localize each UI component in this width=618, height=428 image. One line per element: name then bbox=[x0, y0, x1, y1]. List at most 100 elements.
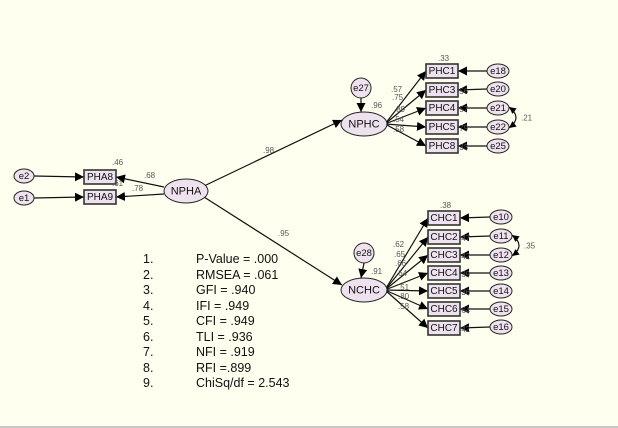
error-path-e16 bbox=[459, 323, 491, 333]
fit-index-value: TLI = .936 bbox=[196, 329, 253, 344]
factor-loading: .65 bbox=[394, 250, 406, 259]
error-term-e11 bbox=[489, 228, 513, 244]
fit-index-row: 7.NFI = .919 bbox=[143, 345, 289, 361]
observed-variable-chc5 bbox=[427, 283, 461, 299]
error-term-e14 bbox=[489, 283, 513, 299]
fit-index-number: 9. bbox=[143, 376, 154, 390]
factor-loading: .75 bbox=[392, 93, 404, 102]
factor-loading: .54 bbox=[393, 115, 405, 124]
observed-variable-label: CHC6 bbox=[430, 304, 458, 315]
fit-index-number: 2. bbox=[143, 267, 154, 282]
observed-variable-label: PHC5 bbox=[429, 122, 456, 133]
observed-variable-label: PHA8 bbox=[87, 172, 114, 183]
error-term-label: e16 bbox=[493, 322, 509, 333]
error-term-e10 bbox=[489, 209, 513, 225]
loading-path-chc6 bbox=[384, 289, 429, 310]
observed-variable-pha9 bbox=[83, 189, 117, 205]
error-term-label: e11 bbox=[493, 231, 508, 242]
error-term-label: e25 bbox=[490, 141, 506, 152]
latent-variable-label: NPHC bbox=[348, 119, 379, 131]
error-term-e16 bbox=[489, 319, 513, 335]
observed-variable-label: CHC5 bbox=[430, 286, 458, 297]
fit-index-number: 6. bbox=[143, 329, 154, 344]
squared-multiple-correlation: .42 bbox=[459, 252, 471, 261]
covariance-value: .21 bbox=[521, 114, 533, 123]
factor-loading: .78 bbox=[132, 184, 144, 193]
latent-variable-nchc bbox=[340, 277, 388, 303]
observed-variable-phc1 bbox=[425, 63, 459, 79]
factor-loading: .57 bbox=[391, 85, 403, 94]
observed-variable-phc8 bbox=[425, 138, 459, 154]
observed-variable-chc2 bbox=[427, 229, 461, 245]
covariance-e11-e12 bbox=[511, 234, 520, 257]
error-term-label: e22 bbox=[490, 122, 506, 133]
structural-path-npha-nchc bbox=[203, 196, 343, 286]
latent-variable-label: NPHA bbox=[171, 186, 202, 198]
loading-path-pha9 bbox=[115, 191, 165, 201]
covariance-value: .35 bbox=[524, 242, 536, 251]
observed-variable-label: CHC3 bbox=[430, 250, 458, 261]
disturbance-label: e28 bbox=[356, 248, 372, 259]
error-term-e12 bbox=[489, 247, 513, 263]
observed-variable-label: CHC1 bbox=[430, 213, 458, 224]
error-term-label: e15 bbox=[493, 304, 509, 315]
squared-multiple-correlation: .46 bbox=[112, 158, 124, 167]
factor-loading: .62 bbox=[393, 240, 405, 249]
observed-variable-label: PHC4 bbox=[429, 103, 456, 114]
squared-multiple-correlation: .42 bbox=[459, 325, 471, 334]
loading-path-phc3 bbox=[384, 89, 427, 125]
loading-path-pha8 bbox=[115, 174, 165, 188]
loading-path-phc1 bbox=[384, 70, 427, 125]
error-term-e20 bbox=[486, 81, 510, 97]
loading-path-chc1 bbox=[384, 217, 429, 291]
disturbance-path-e28 bbox=[358, 262, 368, 279]
fit-index-value: CFI = .949 bbox=[196, 314, 255, 328]
factor-loading: .58 bbox=[398, 302, 410, 311]
observed-variable-chc3 bbox=[427, 247, 461, 263]
disturbance-term-e27 bbox=[350, 77, 372, 99]
observed-variable-chc1 bbox=[427, 210, 461, 226]
fit-index-row: 5. CFI = .949 bbox=[143, 314, 289, 330]
fit-index-row: 4.IFI = .949 bbox=[143, 299, 289, 315]
observed-variable-phc4 bbox=[425, 100, 459, 116]
squared-multiple-correlation: .33 bbox=[457, 143, 469, 152]
observed-variable-label: PHA9 bbox=[87, 192, 114, 203]
loading-path-chc5 bbox=[384, 286, 429, 296]
factor-loading: .58 bbox=[393, 125, 405, 134]
error-term-label: e20 bbox=[490, 84, 506, 95]
fit-index-value: P-Value = .000 bbox=[196, 252, 279, 266]
fit-index-value: RMSEA = .061 bbox=[196, 267, 279, 282]
fit-index-number: 5. bbox=[143, 314, 154, 328]
fit-index-row: 1. P-Value = .000 bbox=[143, 252, 289, 268]
fit-index-number: 1. bbox=[143, 252, 154, 266]
error-term-label: e14 bbox=[493, 286, 509, 297]
fit-index-number: 7. bbox=[143, 345, 154, 359]
factor-loading: .80 bbox=[398, 292, 410, 301]
fit-index-number: 3. bbox=[143, 283, 154, 297]
fit-index-number: 8. bbox=[143, 360, 154, 375]
path-coefficient: .98 bbox=[263, 146, 275, 155]
error-term-label: e18 bbox=[490, 66, 506, 77]
factor-loading: .66 bbox=[395, 259, 407, 268]
path-coefficient: .95 bbox=[278, 229, 290, 238]
error-term-e25 bbox=[486, 138, 510, 154]
error-term-e18 bbox=[486, 63, 510, 79]
observed-variable-label: PHC8 bbox=[429, 141, 456, 152]
fit-index-value: RFI =.899 bbox=[196, 360, 252, 375]
error-term-e22 bbox=[486, 119, 510, 135]
squared-multiple-correlation: .56 bbox=[457, 87, 469, 96]
squared-multiple-correlation: .33 bbox=[438, 54, 450, 63]
squared-multiple-correlation: .64 bbox=[459, 306, 471, 315]
latent-variable-npha bbox=[163, 178, 209, 204]
loading-path-phc5 bbox=[384, 121, 427, 131]
squared-multiple-correlation: .57 bbox=[457, 105, 469, 114]
fit-index-row: 9.ChiSq/df = 2.543 bbox=[143, 376, 289, 392]
factor-loading: .89 bbox=[394, 105, 406, 114]
error-term-label: e12 bbox=[493, 250, 509, 261]
fit-index-row: 2. RMSEA = .061 bbox=[143, 268, 289, 284]
squared-multiple-correlation: .38 bbox=[440, 201, 452, 210]
covariance-e21-e22 bbox=[508, 106, 517, 129]
